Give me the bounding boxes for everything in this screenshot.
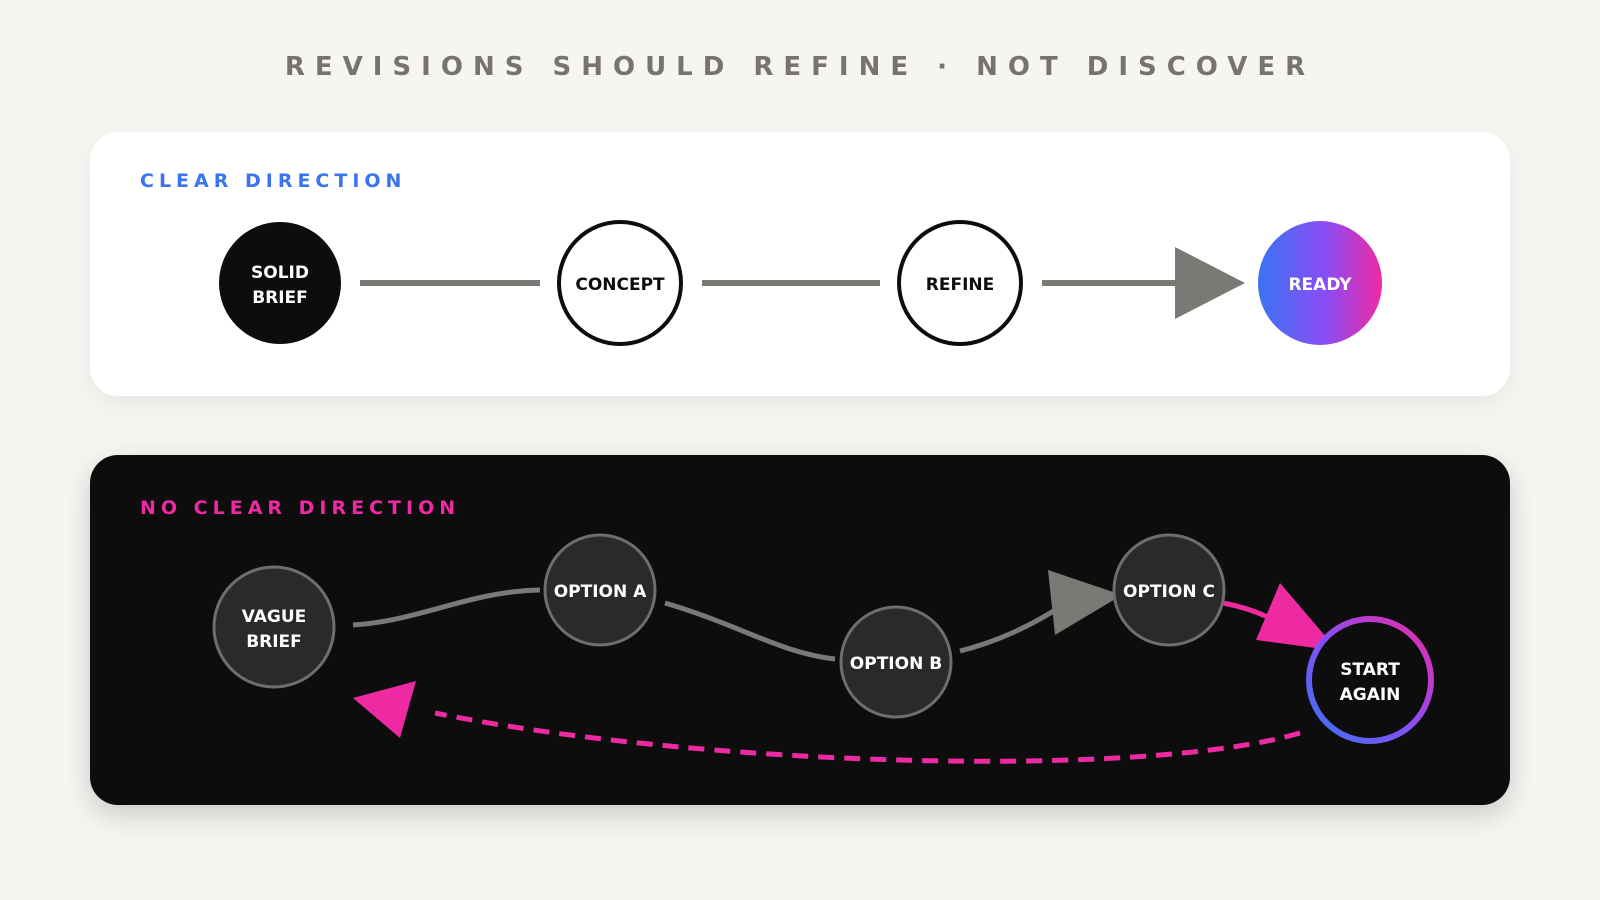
node-start-again-line1: START (1340, 660, 1400, 680)
node-concept-label: CONCEPT (575, 275, 665, 295)
node-vague-brief: VAGUE BRIEF (212, 565, 336, 689)
clear-direction-panel: CLEAR DIRECTION SOLID BRIEF CONCEPT REFI… (90, 132, 1510, 396)
node-refine-label: REFINE (926, 275, 994, 295)
node-vague-brief-line1: VAGUE (242, 607, 307, 627)
node-option-c: OPTION C (1112, 533, 1226, 647)
node-solid-brief: SOLID BRIEF (219, 222, 341, 344)
no-clear-direction-label: NO CLEAR DIRECTION (140, 497, 461, 519)
node-start-again-line2: AGAIN (1340, 685, 1401, 705)
node-refine: REFINE (897, 220, 1023, 346)
arrowhead-start-again (1256, 583, 1338, 651)
node-start-again: START AGAIN (1306, 616, 1434, 744)
no-clear-direction-flow: VAGUE BRIEF OPTION A OPTION B OPTION C S… (212, 533, 1434, 764)
dashed-return-path (434, 710, 1301, 764)
node-option-b: OPTION B (839, 605, 953, 719)
node-ready: READY (1258, 221, 1382, 345)
node-ready-label: READY (1288, 275, 1352, 295)
no-clear-direction-panel: NO CLEAR DIRECTION VAGUE BRIEF OPTI (90, 455, 1510, 805)
node-concept: CONCEPT (557, 220, 683, 346)
arrowhead-ready (1175, 247, 1245, 319)
node-option-a: OPTION A (543, 533, 657, 647)
node-vague-brief-line2: BRIEF (246, 632, 302, 652)
node-option-a-label: OPTION A (554, 582, 647, 602)
arrowhead-return (353, 681, 416, 738)
page-title: REVISIONS SHOULD REFINE · NOT DISCOVER (284, 52, 1316, 82)
clear-direction-label: CLEAR DIRECTION (140, 170, 407, 192)
node-solid-brief-line2: BRIEF (252, 288, 308, 308)
node-solid-brief-line1: SOLID (251, 263, 309, 283)
connector-vague-option-a (352, 587, 541, 628)
clear-direction-flow: SOLID BRIEF CONCEPT REFINE READY (219, 220, 1382, 346)
connector-option-b-c (959, 604, 1062, 654)
node-option-c-label: OPTION C (1123, 582, 1215, 602)
arrowhead-option-c (1048, 570, 1122, 635)
node-option-b-label: OPTION B (850, 654, 942, 674)
connector-option-a-b (664, 600, 836, 662)
